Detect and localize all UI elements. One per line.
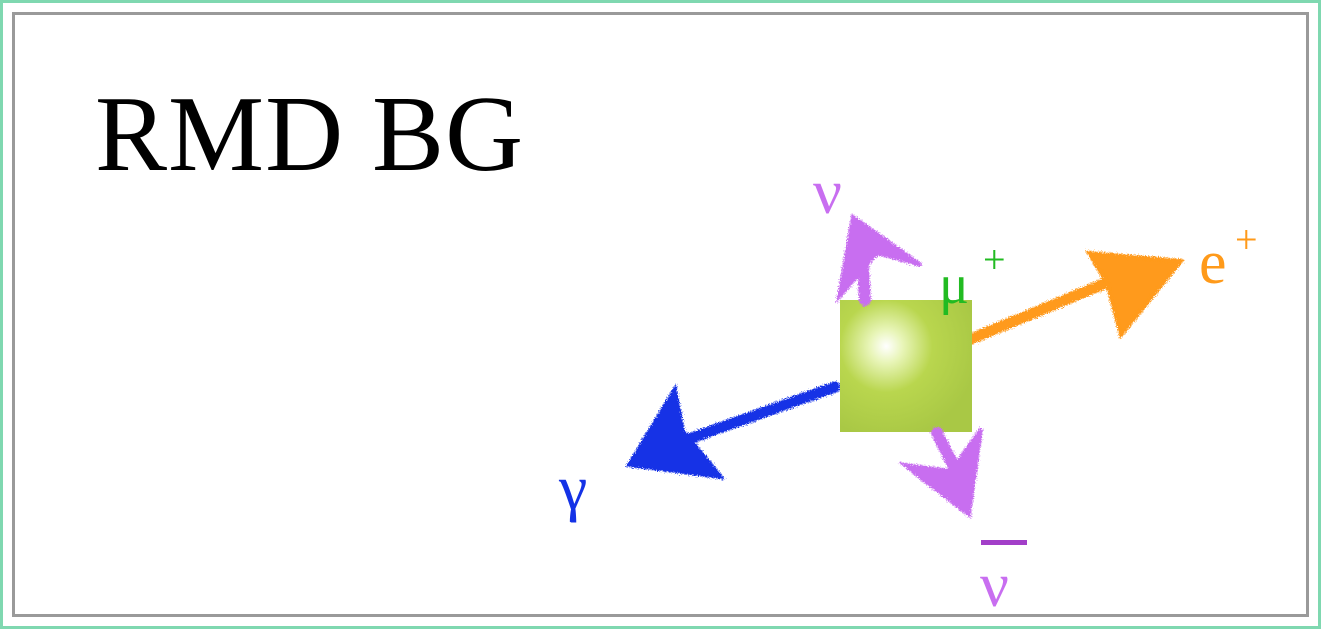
slide-title: RMD BG xyxy=(95,75,525,194)
neutrino-arrow xyxy=(835,213,923,306)
positron-symbol: e xyxy=(1199,229,1227,297)
positron-charge: + xyxy=(1235,217,1258,262)
antineutrino-symbol: ν xyxy=(980,549,1009,620)
positron-arrow xyxy=(965,250,1185,345)
positron-label: e + xyxy=(1199,217,1258,297)
photon-arrow xyxy=(625,381,841,480)
muon-charge: + xyxy=(983,237,1006,282)
antineutrino-bar xyxy=(981,540,1027,545)
decay-diagram: μ + e + ν γ ν xyxy=(558,156,1258,620)
neutrino-label: ν xyxy=(813,156,842,227)
muon-particle xyxy=(840,300,972,432)
photon-label: γ xyxy=(558,452,587,523)
muon-symbol: μ xyxy=(939,254,969,316)
muon-label: μ + xyxy=(939,237,1006,316)
antineutrino-arrow xyxy=(898,427,983,519)
antineutrino-label: ν xyxy=(980,540,1027,620)
